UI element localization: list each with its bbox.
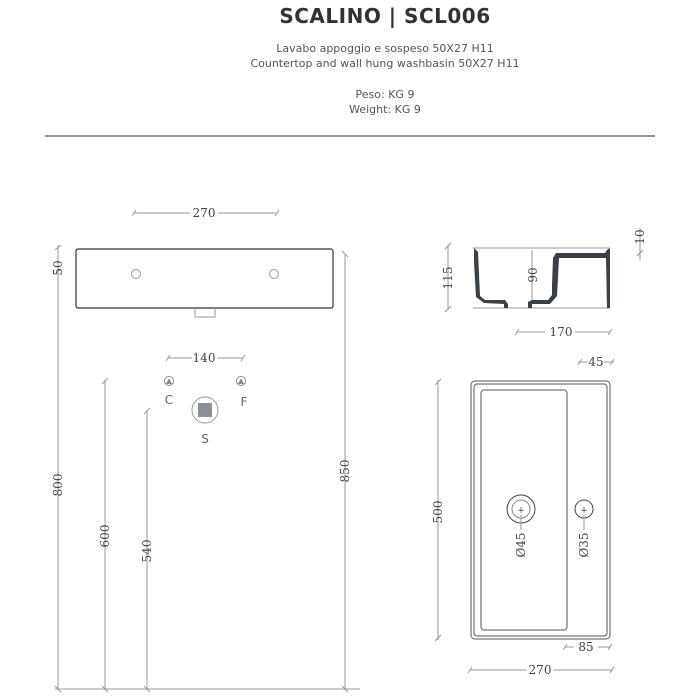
- description-italian: Lavabo appoggio e sospeso 50X27 H11: [276, 42, 494, 55]
- weight-english: Weight: KG 9: [349, 103, 421, 116]
- offset-dim: 85: [578, 640, 593, 654]
- connection-points: [164, 376, 246, 424]
- inner-depth-dim: 90: [526, 267, 540, 282]
- front-view-basin: [75, 248, 334, 318]
- description-english: Countertop and wall hung washbasin 50X27…: [250, 57, 520, 70]
- top-width-dim: 270: [529, 663, 552, 677]
- shelf-dim: 45: [588, 355, 603, 369]
- cold-label: C: [165, 393, 173, 407]
- header-divider: [45, 135, 655, 137]
- page-title: SCALINO | SCL006: [279, 4, 491, 28]
- height-540: 540: [140, 540, 154, 563]
- thickness-dim: 50: [51, 260, 65, 275]
- drain-label: S: [201, 432, 209, 446]
- front-width-dim: 270: [193, 206, 216, 220]
- basin-width-dim: 170: [550, 325, 573, 339]
- rim-dim: 10: [633, 229, 647, 244]
- svg-text:+: +: [517, 506, 525, 516]
- height-850: 850: [338, 460, 352, 483]
- svg-text:+: +: [580, 506, 588, 516]
- weight-italian: Peso: KG 9: [355, 88, 415, 101]
- height-600: 600: [98, 525, 112, 548]
- tap-spacing-dim: 140: [193, 351, 216, 365]
- drain-diameter: Ø45: [514, 532, 528, 557]
- tap-diameter: Ø35: [577, 532, 591, 557]
- top-length-dim: 500: [431, 501, 445, 524]
- section-height-dim: 115: [441, 267, 455, 290]
- hot-label: F: [241, 395, 248, 409]
- height-800: 800: [51, 474, 65, 497]
